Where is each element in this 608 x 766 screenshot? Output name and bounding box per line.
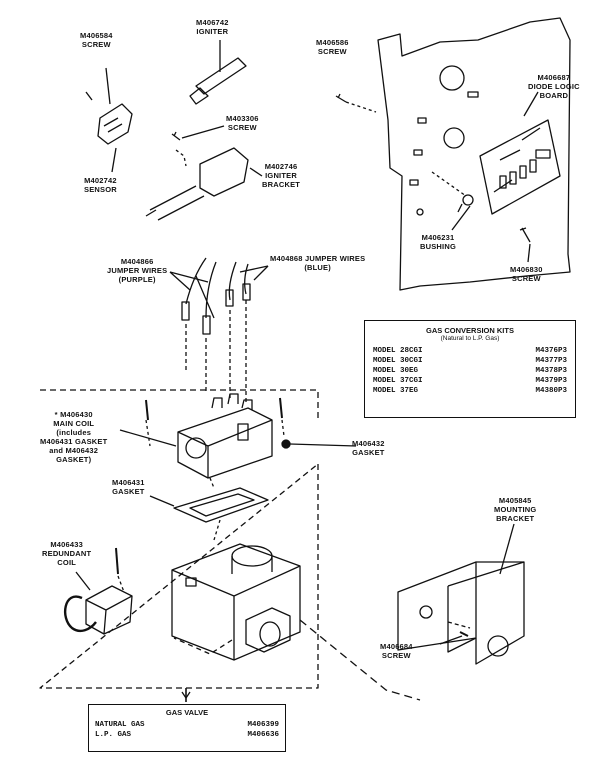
screw-4 — [519, 227, 531, 243]
kits-title: GAS CONVERSION KITS — [426, 326, 514, 335]
gasket-2 — [173, 487, 269, 523]
redundant-coil — [85, 585, 133, 635]
mounting-bracket — [397, 561, 477, 651]
screw-2 — [171, 131, 181, 141]
igniter-bracket — [199, 147, 249, 197]
panel-hole — [439, 65, 465, 91]
main-coil — [177, 407, 273, 479]
kits-subtitle: (Natural to L.P. Gas) — [440, 335, 500, 342]
screw-1 — [85, 91, 93, 101]
gas-valve-title: GAS VALVE — [165, 708, 209, 717]
bushing — [462, 194, 474, 206]
screw-5 — [459, 631, 469, 637]
screw-3 — [335, 93, 347, 103]
gasket-1 — [281, 439, 291, 449]
gas-conversion-kits-table: GAS CONVERSION KITS (Natural to L.P. Gas… — [364, 320, 576, 418]
label-jumper-blue: M404868 JUMPER WIRES(BLUE) — [270, 254, 366, 272]
gas-valve-body — [171, 543, 301, 661]
back-panel — [377, 17, 571, 291]
diode-logic-board — [479, 119, 561, 215]
igniter — [195, 57, 247, 95]
sensor — [97, 103, 133, 145]
jumper-wires-blue — [228, 261, 249, 301]
jumper-wires-purple — [185, 257, 217, 319]
valve-assembly-outline — [39, 389, 319, 689]
